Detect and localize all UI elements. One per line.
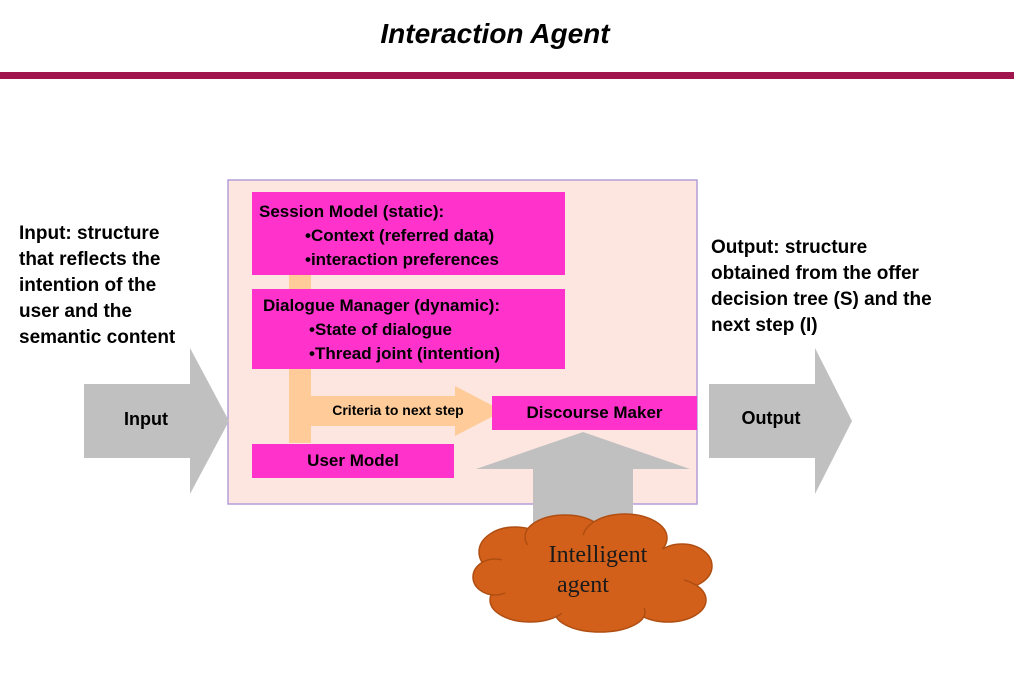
agent-up-arrow (476, 432, 690, 540)
intelligent-agent-line1: Intelligent (548, 542, 648, 568)
intelligent-agent-cloud (472, 513, 713, 633)
dialogue-manager-box: Dialogue Manager (dynamic): •State of di… (252, 289, 565, 369)
dialogue-manager-item: •State of dialogue (309, 320, 452, 339)
input-arrow (84, 348, 229, 494)
output-arrow-label: Output (741, 408, 801, 428)
output-caption: Output: structure obtained from the offe… (711, 237, 932, 336)
session-model-heading: Session Model (static): (259, 202, 445, 221)
criteria-arrow (311, 386, 503, 436)
discourse-maker-box: Discourse Maker (492, 396, 697, 430)
session-model-item: •Context (referred data) (305, 226, 495, 245)
output-arrow (709, 348, 852, 494)
intelligent-agent-line2: agent (557, 572, 609, 598)
title-divider (0, 72, 1014, 79)
dialogue-manager-item: •Thread joint (intention) (309, 344, 501, 363)
dialogue-manager-heading: Dialogue Manager (dynamic): (263, 296, 501, 315)
session-model-box: Session Model (static): •Context (referr… (252, 192, 565, 275)
session-model-item: •interaction preferences (305, 250, 499, 269)
intelligent-agent-label: Intelligent agent (528, 540, 668, 600)
input-arrow-label: Input (124, 409, 168, 429)
slide-title: Interaction Agent (380, 18, 610, 49)
user-model-box: User Model (252, 444, 454, 478)
input-caption: Input: structure that reflects the inten… (19, 223, 176, 348)
criteria-arrow-label: Criteria to next step (332, 402, 464, 418)
